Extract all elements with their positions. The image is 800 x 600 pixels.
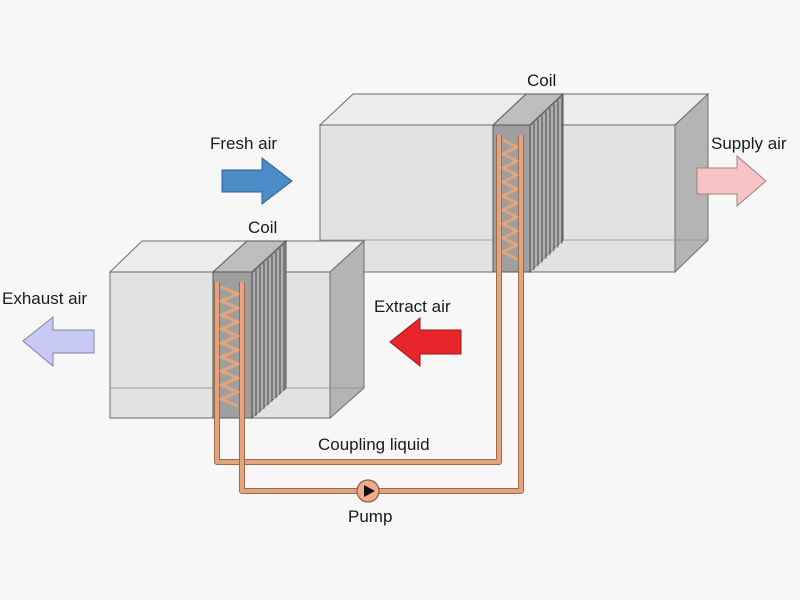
fresh-air-arrow-icon: [221, 156, 293, 206]
exhaust-air-label: Exhaust air: [2, 289, 87, 308]
coil-upper-tube: [501, 138, 519, 261]
supply-duct: [318, 92, 710, 274]
coil-lower-label: Coil: [248, 218, 277, 237]
coil-lower-tube: [219, 285, 240, 408]
fresh-air-label: Fresh air: [210, 134, 277, 153]
pipe-inner: [215, 135, 501, 464]
extract-air-label: Extract air: [374, 297, 451, 316]
pump: [356, 479, 380, 503]
pipe-outer: [240, 135, 523, 493]
exhaust-duct-end-face: [329, 239, 365, 420]
coil-upper-label: Coil: [527, 71, 556, 90]
pump-direction-icon: [364, 485, 375, 497]
extract-air-arrow-icon: [389, 316, 462, 368]
supply-air-label: Supply air: [711, 134, 787, 153]
coil-lower-side: [251, 239, 287, 420]
coupling-liquid-label: Coupling liquid: [318, 435, 430, 454]
exhaust-air-arrow-icon: [22, 315, 95, 368]
pump-label: Pump: [348, 507, 392, 526]
coupling-pipes: [214, 135, 524, 494]
supply-air-arrow-icon: [696, 154, 767, 208]
coil-upper-fins: [531, 96, 563, 272]
coil-lower-fins: [253, 244, 285, 418]
